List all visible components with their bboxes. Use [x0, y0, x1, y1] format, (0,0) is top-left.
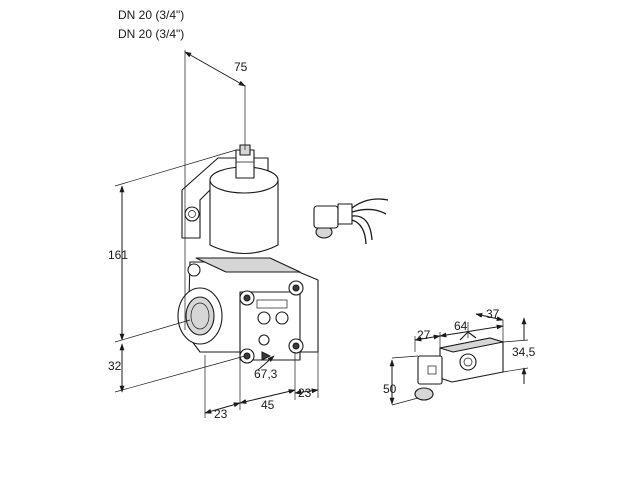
- dim-23-left: 23: [214, 407, 228, 421]
- dim-64: 64: [454, 319, 468, 333]
- connector-dimension-lines: [389, 312, 529, 406]
- dim-45: 45: [261, 398, 275, 412]
- coil-body: [209, 179, 279, 254]
- header-line-2: DN 20 (3/4"): [118, 27, 184, 41]
- solenoid-valve-drawing: [177, 144, 389, 364]
- connector-detail-drawing: [414, 331, 504, 401]
- dim-75: 75: [234, 60, 248, 74]
- valve-body-top: [195, 257, 301, 273]
- dim-161: 161: [108, 248, 128, 262]
- connector-plug: [417, 355, 443, 385]
- valve-dimension-lines: [114, 50, 319, 418]
- dim-37: 37: [486, 307, 500, 321]
- dim-32: 32: [108, 359, 122, 373]
- front-plate: [239, 291, 301, 361]
- side-connector: [313, 198, 389, 245]
- dim-23-right: 23: [298, 386, 312, 400]
- bracket-hole: [184, 206, 200, 222]
- dim-67-3: 67,3: [254, 367, 278, 381]
- header-line-1: DN 20 (3/4"): [118, 8, 184, 22]
- dim-34-5: 34,5: [512, 345, 536, 359]
- dim-27: 27: [417, 328, 431, 342]
- cable-gland: [414, 387, 434, 401]
- dim-50: 50: [383, 382, 397, 396]
